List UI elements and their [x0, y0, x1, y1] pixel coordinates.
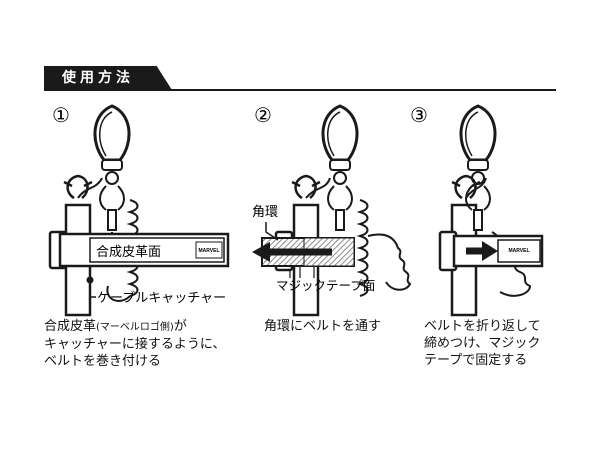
clip-hook-icon: [290, 174, 322, 200]
step-2-number: ②: [254, 103, 272, 127]
caption-1-line1-main: 合成皮革: [44, 319, 97, 334]
ring-label: 角環: [252, 205, 278, 220]
header-rule: [44, 89, 556, 91]
caption-1-line3: ベルトを巻き付ける: [44, 354, 162, 369]
logo-text: MARVEL: [198, 248, 219, 254]
step-3-number: ③: [410, 103, 428, 127]
front-face-label: 合成皮革面: [96, 245, 161, 260]
caption-3-line2: 締めつけ、マジック: [424, 336, 541, 351]
caption-3-line3: テープで固定する: [424, 353, 528, 368]
carabiner-icon: [321, 104, 359, 232]
arrow-left-icon: [252, 242, 270, 262]
step-1: MARVEL 合成皮革面 ケーブルキャッチャー ①: [48, 103, 230, 317]
logo-text: MARVEL: [508, 248, 529, 254]
velcro-label: マジックテープ面: [276, 278, 375, 293]
caption-1-line1-small: (マーベルロゴ側): [96, 322, 174, 333]
step-1-number: ①: [52, 103, 70, 127]
caption-2-line1: 角環にベルトを通す: [264, 319, 382, 334]
step-2-caption: 角環にベルトを通す: [264, 318, 381, 335]
caption-1-line1-end: が: [173, 319, 187, 334]
step-1-caption: 合成皮革(マーベルロゴ側)が キャッチャーに接するように、 ベルトを巻き付ける: [44, 318, 225, 370]
step-2: 角環 マジックテープ面 ②: [252, 103, 412, 317]
header-title: 使用方法: [62, 70, 134, 86]
carabiner-icon: [93, 104, 131, 232]
catcher-label: ケーブルキャッチャー: [97, 290, 226, 306]
clip-hook-icon: [62, 174, 94, 200]
arrow-right-icon: [482, 241, 498, 261]
step-3: MARVEL ③: [410, 103, 544, 317]
step-3-caption: ベルトを折り返して 締めつけ、マジック テープで固定する: [424, 318, 541, 369]
caption-3-line1: ベルトを折り返して: [424, 319, 541, 334]
header-tab: [44, 66, 172, 90]
caption-1-line2: キャッチャーに接するように、: [44, 337, 226, 352]
